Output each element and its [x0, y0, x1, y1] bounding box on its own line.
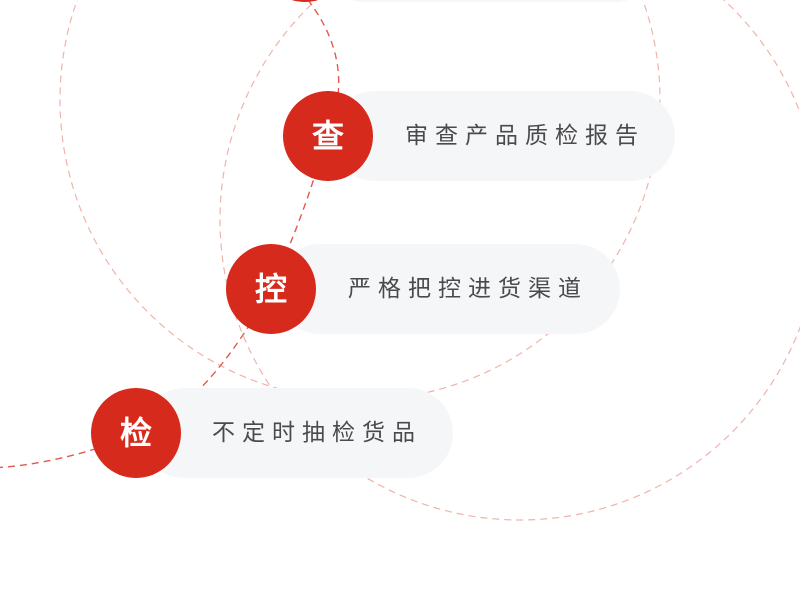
- top-partial-badge: [291, 0, 319, 2]
- step-1-badge: 查: [283, 91, 373, 181]
- top-partial-pill: [351, 0, 629, 2]
- step-3-badge: 检: [91, 388, 181, 478]
- step-3-pill: [140, 388, 453, 478]
- step-2-badge: 控: [226, 244, 316, 334]
- step-2-pill: [275, 244, 620, 334]
- background-dashed-circle-upper: [59, 0, 661, 401]
- background-dashed-circle-lower: [219, 0, 800, 521]
- step-1-text: 审查产品质检报告: [405, 123, 645, 149]
- step-2-text: 严格把控进货渠道: [348, 276, 588, 302]
- step-3-text: 不定时抽检货品: [212, 420, 422, 446]
- step-1-pill: [330, 91, 675, 181]
